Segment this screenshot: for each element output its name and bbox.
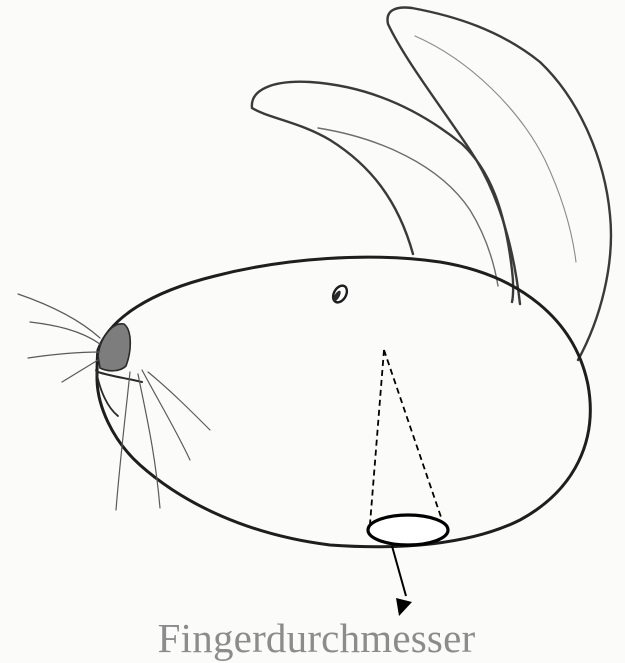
whisker-7 — [142, 370, 190, 460]
caption-arrow-line — [392, 546, 406, 596]
cone-left-edge — [370, 350, 384, 524]
whisker-1 — [18, 294, 100, 338]
whisker-4 — [62, 360, 98, 382]
finger-diameter-ellipse — [368, 515, 448, 545]
whisker-2 — [30, 322, 100, 344]
right-ear — [388, 8, 611, 360]
whisker-3 — [28, 352, 100, 358]
finger-diameter-caption: Fingerdurchmesser — [0, 614, 625, 662]
whisker-6 — [138, 374, 160, 508]
nose — [98, 324, 130, 371]
mouth — [98, 372, 142, 382]
cone-right-edge — [384, 350, 442, 520]
right-ear-inner-line — [415, 36, 576, 262]
finger-cone — [370, 350, 442, 524]
whisker-8 — [148, 372, 210, 430]
